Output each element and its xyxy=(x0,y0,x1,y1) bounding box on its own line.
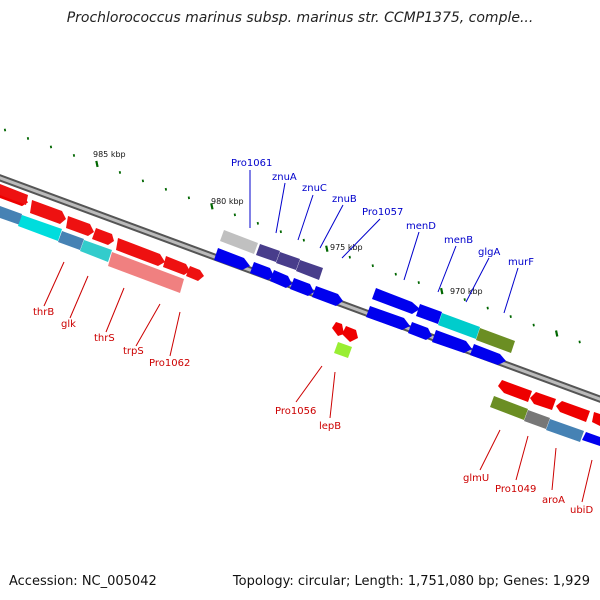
minor-tick xyxy=(463,298,466,302)
scale-label-970: 970 kbp xyxy=(450,287,483,296)
gene-label-pro1061[interactable]: Pro1061 xyxy=(231,158,272,169)
feature-reverse[interactable] xyxy=(556,401,590,422)
feature-forward[interactable] xyxy=(416,304,442,324)
gene-label-thrs[interactable]: thrS xyxy=(94,333,115,344)
feature-forward[interactable] xyxy=(408,322,432,340)
minor-tick xyxy=(348,255,351,259)
minor-tick xyxy=(256,221,259,225)
feature-forward[interactable] xyxy=(250,262,274,280)
feature-forward[interactable] xyxy=(220,230,258,254)
gene-label-murf[interactable]: murF xyxy=(508,257,534,268)
minor-tick xyxy=(164,187,168,191)
feature-forward[interactable] xyxy=(432,330,472,353)
feature-reverse[interactable] xyxy=(108,252,184,293)
minor-tick xyxy=(371,264,374,268)
feature-forward[interactable] xyxy=(312,286,343,306)
gene-label-znuc[interactable]: znuC xyxy=(302,183,327,194)
gene-features xyxy=(0,184,600,446)
feature-reverse[interactable] xyxy=(332,322,344,336)
gene-label-znub[interactable]: znuB xyxy=(332,194,357,205)
feature-forward[interactable] xyxy=(256,244,280,262)
gene-label-ubid[interactable]: ubiD xyxy=(570,505,593,516)
feature-reverse[interactable] xyxy=(163,256,190,275)
major-tick xyxy=(440,287,444,295)
feature-reverse[interactable] xyxy=(58,231,84,250)
feature-forward[interactable] xyxy=(470,344,506,365)
map-title: Prochlorococcus marinus subsp. marinus s… xyxy=(66,10,534,26)
feature-reverse[interactable] xyxy=(498,380,532,402)
accession-text: Accession: NC_005042 xyxy=(9,574,157,589)
genome-summary: Topology: circular; Length: 1,751,080 bp… xyxy=(232,574,590,589)
scale-label-985: 985 kbp xyxy=(93,150,126,159)
minor-tick xyxy=(118,170,122,174)
gene-label-aroa[interactable]: aroA xyxy=(542,495,565,506)
feature-forward[interactable] xyxy=(290,278,314,296)
feature-forward[interactable] xyxy=(296,260,323,280)
feature-reverse[interactable] xyxy=(334,342,352,358)
minor-tick xyxy=(233,213,237,217)
feature-reverse[interactable] xyxy=(342,326,358,342)
minor-tick xyxy=(578,340,581,344)
minor-tick xyxy=(49,145,53,149)
feature-reverse[interactable] xyxy=(490,396,528,420)
feature-forward[interactable] xyxy=(438,313,480,339)
gene-label-menb[interactable]: menB xyxy=(444,235,473,246)
major-tick xyxy=(554,330,559,337)
feature-reverse[interactable] xyxy=(80,240,112,262)
feature-forward[interactable] xyxy=(270,270,292,288)
feature-forward[interactable] xyxy=(372,288,420,314)
gene-label-pro1056[interactable]: Pro1056 xyxy=(275,406,316,417)
gene-label-glmu[interactable]: glmU xyxy=(463,473,489,484)
feature-reverse[interactable] xyxy=(186,266,204,281)
minor-tick xyxy=(486,306,489,310)
feature-reverse[interactable] xyxy=(116,238,165,266)
gene-label-pro1057[interactable]: Pro1057 xyxy=(362,207,403,218)
feature-forward[interactable] xyxy=(476,328,515,353)
feature-reverse[interactable] xyxy=(92,228,114,245)
gene-label-glk[interactable]: glk xyxy=(61,319,76,330)
minor-tick xyxy=(141,179,145,183)
upper-leader-lines xyxy=(249,170,519,314)
feature-reverse[interactable] xyxy=(30,200,66,224)
gene-label-mend[interactable]: menD xyxy=(406,221,436,232)
feature-reverse[interactable] xyxy=(546,419,584,442)
gene-label-lepb[interactable]: lepB xyxy=(319,421,341,432)
gene-label-thrb[interactable]: thrB xyxy=(33,307,54,318)
scale-ticks xyxy=(3,128,581,344)
major-tick xyxy=(325,245,329,252)
major-tick xyxy=(210,203,214,210)
feature-reverse[interactable] xyxy=(18,215,62,241)
feature-reverse[interactable] xyxy=(592,412,600,426)
feature-reverse[interactable] xyxy=(530,392,556,410)
minor-tick xyxy=(26,137,30,140)
feature-forward[interactable] xyxy=(366,306,410,330)
minor-tick xyxy=(394,272,397,276)
gene-label-trps[interactable]: trpS xyxy=(123,346,144,357)
gene-label-znua[interactable]: znuA xyxy=(272,172,297,183)
minor-tick xyxy=(417,281,420,285)
feature-reverse[interactable] xyxy=(0,184,28,205)
gene-label-pro1049[interactable]: Pro1049 xyxy=(495,484,536,495)
gene-label-glga[interactable]: glgA xyxy=(478,247,500,258)
scale-label-980: 980 kbp xyxy=(211,197,244,206)
gene-label-pro1062[interactable]: Pro1062 xyxy=(149,358,190,369)
feature-forward[interactable] xyxy=(276,252,300,270)
feature-reverse[interactable] xyxy=(582,432,600,446)
minor-tick xyxy=(302,238,305,242)
feature-reverse[interactable] xyxy=(524,410,550,429)
minor-tick xyxy=(72,154,76,157)
minor-tick xyxy=(279,230,282,234)
scale-label-975: 975 kbp xyxy=(330,243,363,252)
minor-tick xyxy=(3,128,7,132)
feature-forward[interactable] xyxy=(214,248,250,270)
feature-reverse[interactable] xyxy=(0,206,22,225)
feature-reverse[interactable] xyxy=(66,216,94,236)
lower-leader-lines xyxy=(43,261,593,503)
minor-tick xyxy=(509,315,512,318)
minor-tick xyxy=(532,323,535,327)
minor-tick xyxy=(187,196,191,200)
major-tick xyxy=(95,160,99,168)
